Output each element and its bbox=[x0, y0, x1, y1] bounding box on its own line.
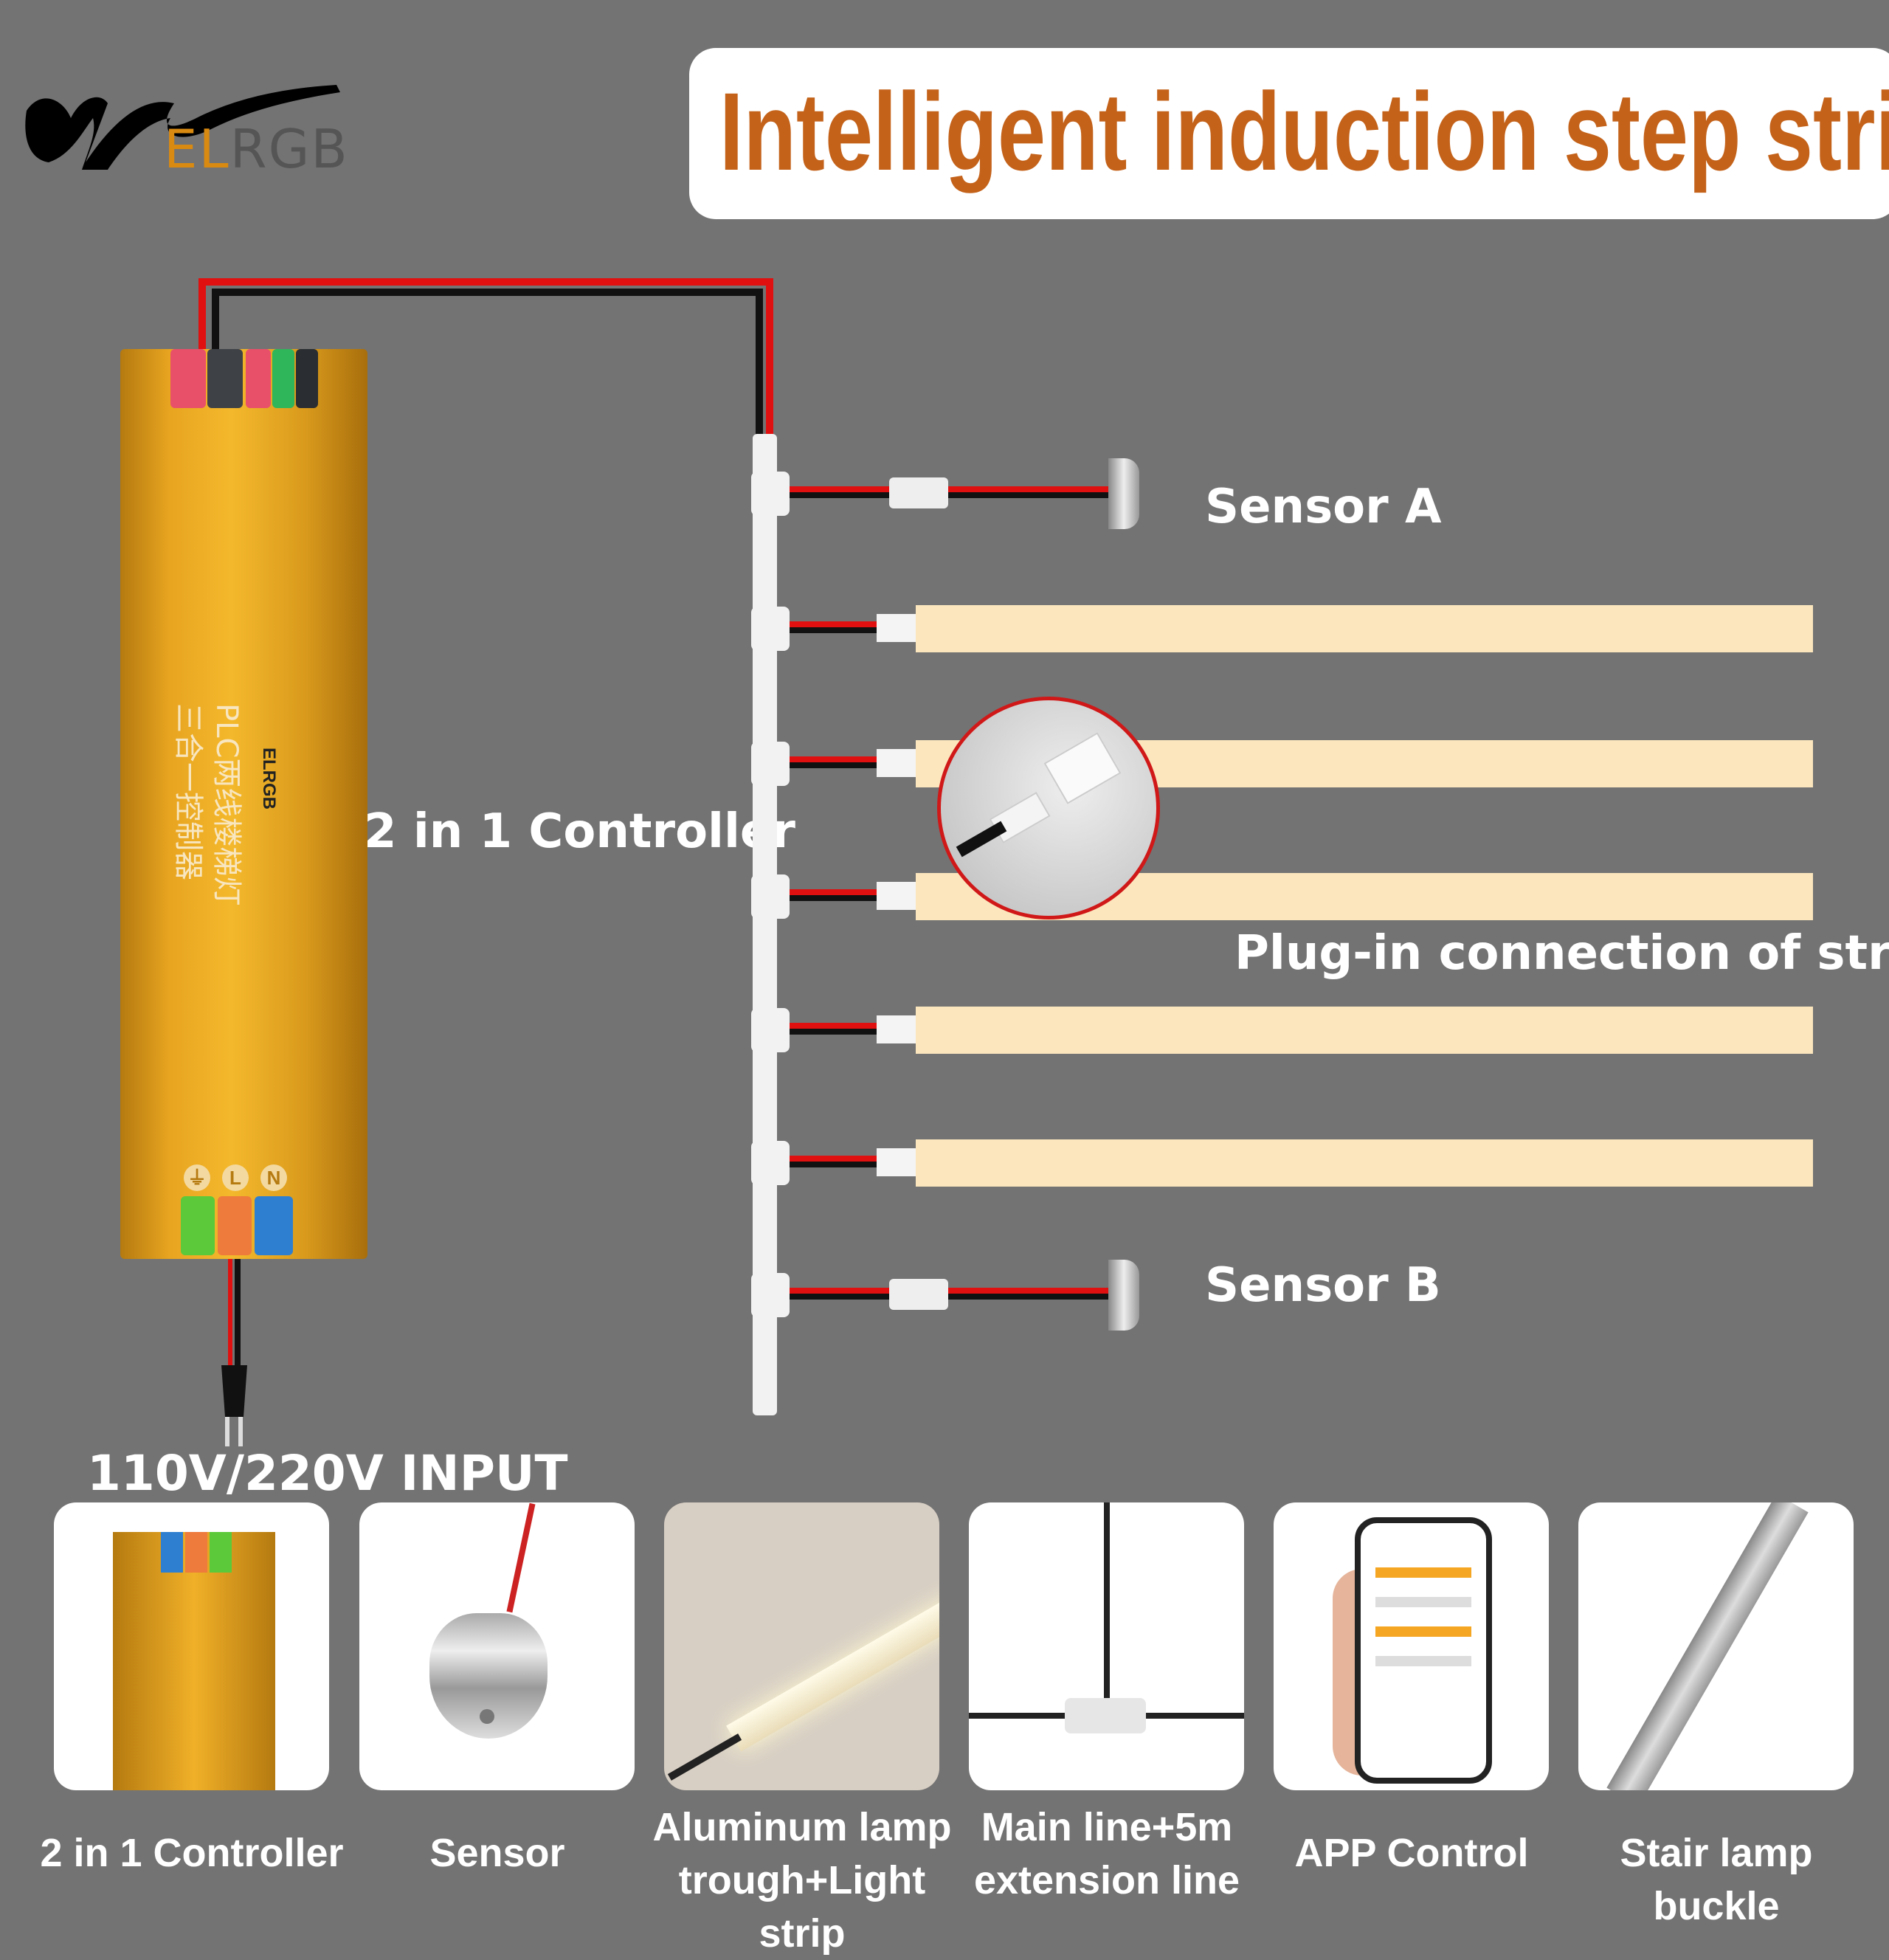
sensor-a-label: Sensor A bbox=[1205, 480, 1442, 534]
sensor-wire bbox=[790, 486, 1114, 492]
strip-wire bbox=[790, 1023, 878, 1029]
strip-plug bbox=[877, 1148, 917, 1176]
strip-wire bbox=[790, 756, 878, 762]
product-caption: Aluminum lamp trough+Light strip bbox=[652, 1805, 952, 1956]
controller-label: 2 in 1 Controller bbox=[364, 804, 795, 859]
sensor-icon bbox=[1108, 1260, 1139, 1331]
logo-rgb: RGB bbox=[229, 118, 349, 180]
wire-connector bbox=[889, 1279, 948, 1310]
light-strip bbox=[916, 1007, 1813, 1054]
red-wire bbox=[198, 278, 773, 435]
controller-product-text: PLC两线楼梯灯三合一控制器 bbox=[169, 703, 246, 905]
page-title: Intelligent induction step strip bbox=[719, 69, 1889, 193]
strip-plug bbox=[877, 882, 917, 910]
title-box bbox=[689, 48, 1889, 219]
sensor-icon bbox=[1108, 458, 1139, 529]
logo-text: ELRGB bbox=[164, 118, 349, 180]
bus-tee bbox=[751, 874, 790, 919]
product-text-line2: 三合一控制器 bbox=[171, 703, 205, 880]
bus-tee bbox=[751, 742, 790, 786]
input-voltage-label: 110V/220V INPUT bbox=[87, 1445, 568, 1502]
light-strip bbox=[916, 1139, 1813, 1187]
stair-buckle-photo-icon bbox=[1606, 1502, 1809, 1790]
strip-plug bbox=[877, 614, 917, 642]
bus-tee bbox=[751, 1008, 790, 1052]
sensor-b-label: Sensor B bbox=[1205, 1258, 1441, 1313]
black-wire bbox=[212, 289, 763, 435]
phone-app-photo-card bbox=[1274, 1502, 1549, 1790]
bus-tee bbox=[751, 1141, 790, 1185]
strip-plug bbox=[877, 1015, 917, 1043]
product-caption: Stair lamp buckle bbox=[1620, 1831, 1813, 1928]
t-connector-photo-card bbox=[969, 1502, 1244, 1790]
stair-buckle-photo-card bbox=[1578, 1502, 1854, 1790]
strip-plug bbox=[877, 749, 917, 777]
product-text-line1: PLC两线楼梯灯 bbox=[210, 703, 244, 906]
controller-box: ⏚ L N PLC两线楼梯灯三合一控制器 ELRGB bbox=[120, 349, 367, 1259]
strip-wire bbox=[790, 1156, 878, 1162]
aluminum-trough-photo-icon bbox=[726, 1592, 939, 1752]
bus-tee bbox=[751, 1273, 790, 1317]
neutral-terminal-label: N bbox=[260, 1164, 287, 1191]
connector-zoom-circle bbox=[937, 697, 1160, 919]
product-caption: Main line+5m extension line bbox=[973, 1805, 1240, 1902]
light-strip bbox=[916, 605, 1813, 652]
wire-connector bbox=[889, 477, 948, 508]
main-bus-line bbox=[753, 434, 777, 1415]
bus-tee bbox=[751, 472, 790, 516]
elrgb-logo-icon bbox=[25, 85, 340, 170]
sensor-photo-card bbox=[359, 1502, 635, 1790]
wiring bbox=[198, 278, 773, 1446]
product-caption: Sensor bbox=[429, 1831, 565, 1875]
ground-terminal-label: ⏚ bbox=[184, 1164, 210, 1191]
t-connector-photo-icon bbox=[1065, 1698, 1146, 1733]
bus-tee bbox=[751, 607, 790, 651]
phone-app-photo-icon bbox=[1355, 1517, 1492, 1784]
product-caption: 2 in 1 Controller bbox=[40, 1831, 344, 1875]
strip-wire bbox=[790, 621, 878, 627]
live-terminal-label: L bbox=[222, 1164, 249, 1191]
sensor-wire bbox=[790, 1288, 1114, 1294]
plug-icon bbox=[221, 1365, 247, 1417]
controller-photo-card bbox=[54, 1502, 329, 1790]
logo-el: EL bbox=[164, 118, 230, 180]
controller-photo-icon bbox=[113, 1532, 275, 1790]
aluminum-trough-photo-card bbox=[664, 1502, 939, 1790]
strip-wire bbox=[790, 889, 878, 895]
plug-in-label: Plug-in connection of strip bbox=[1234, 926, 1889, 981]
product-caption: APP Control bbox=[1294, 1831, 1529, 1875]
controller-logo: ELRGB bbox=[259, 748, 279, 810]
